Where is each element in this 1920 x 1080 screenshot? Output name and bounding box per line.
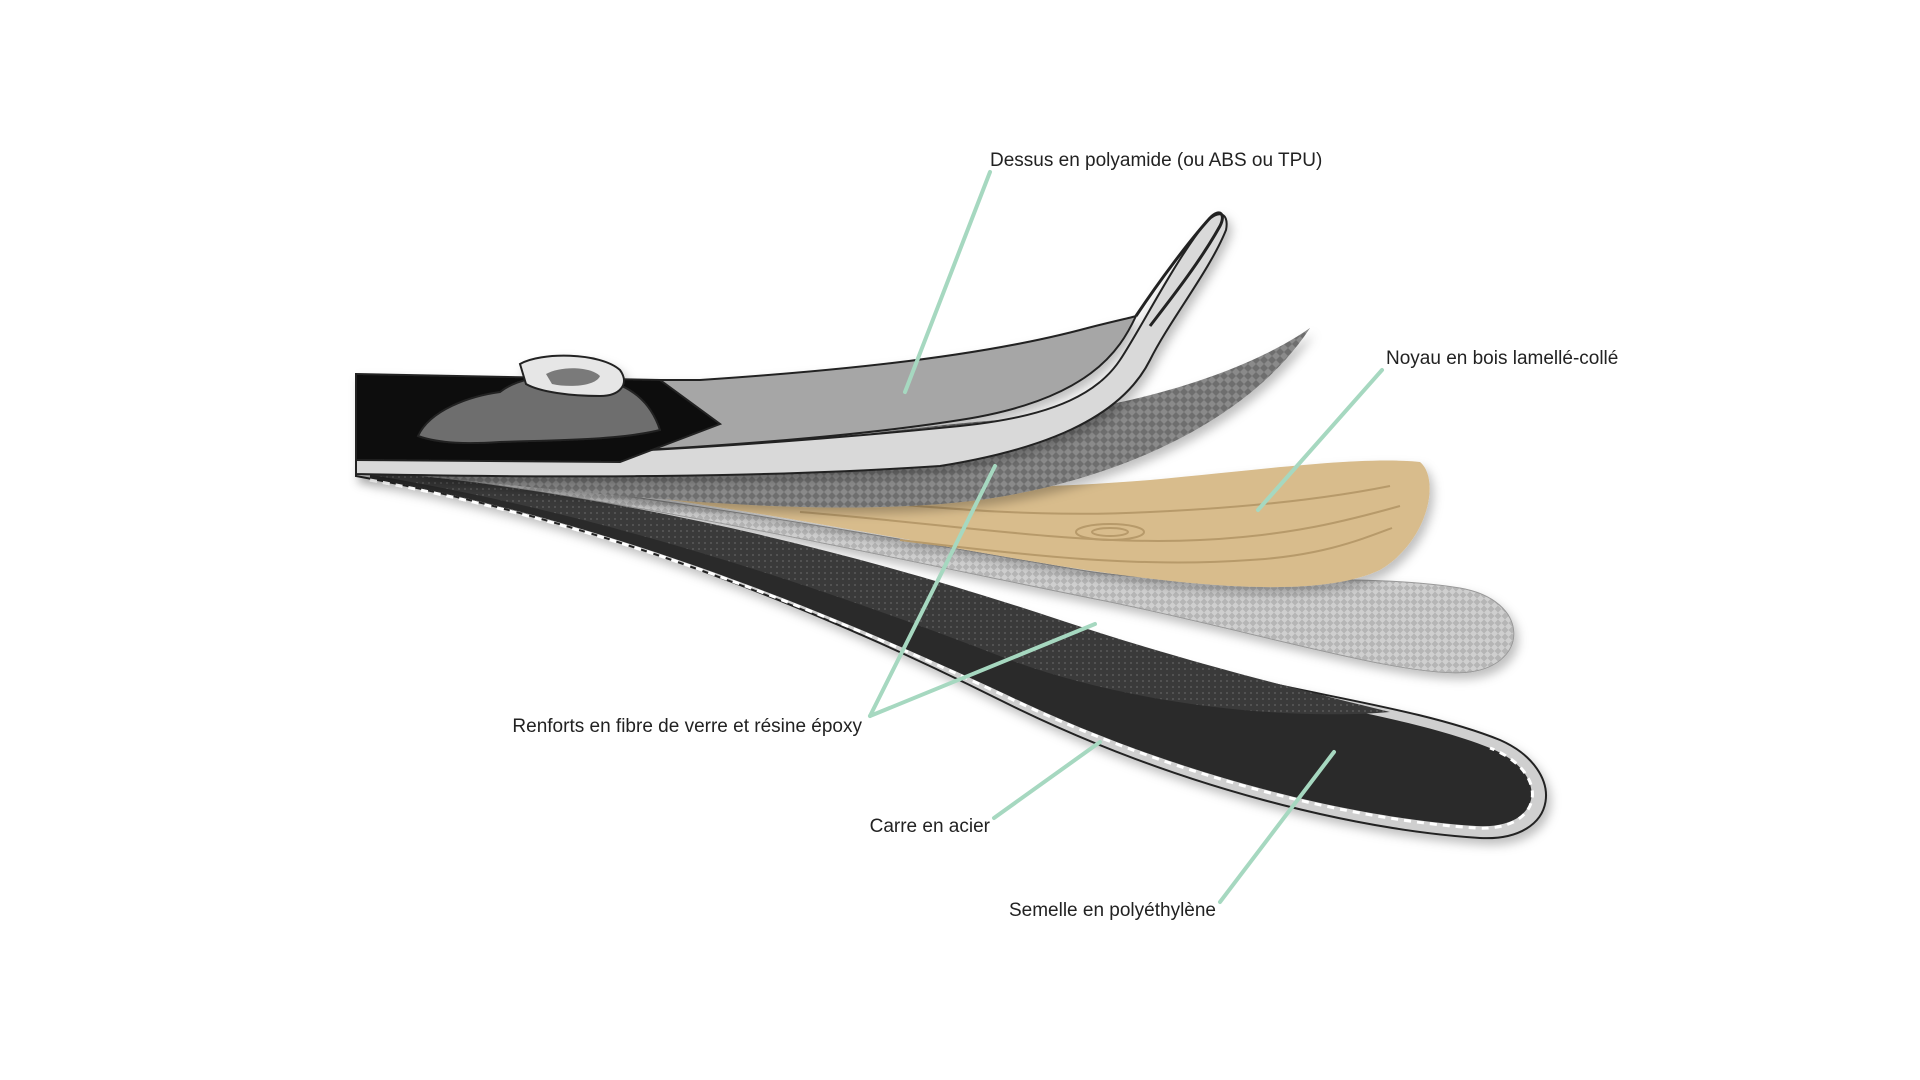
leader-core	[1256, 368, 1384, 512]
label-steel-edge: Carre en acier	[870, 816, 991, 837]
label-reinforcement: Renforts en fibre de verre et résine épo…	[512, 716, 862, 737]
label-top-layer: Dessus en polyamide (ou ABS ou TPU)	[990, 150, 1322, 171]
leader-reinforcement-1	[868, 464, 997, 718]
light-fiber-layer	[379, 465, 1515, 674]
polyethylene-base	[370, 474, 1532, 827]
leader-edge	[992, 740, 1102, 820]
glass-fiber-layer	[365, 470, 1390, 715]
leader-lines	[868, 170, 1384, 904]
label-wood-core: Noyau en bois lamellé-collé	[1386, 348, 1618, 369]
polyamide-topsheet-rim	[355, 213, 1228, 478]
leader-reinforcement-2	[868, 622, 1097, 718]
base-layer	[355, 468, 1547, 840]
leader-top	[903, 170, 992, 394]
top-layer	[355, 211, 1228, 478]
tip-loop	[1134, 211, 1224, 327]
label-base: Semelle en polyéthylène	[1009, 900, 1216, 921]
leader-base	[1218, 750, 1336, 904]
binding-icon	[416, 354, 662, 445]
steel-edge-dashes	[369, 478, 1534, 830]
